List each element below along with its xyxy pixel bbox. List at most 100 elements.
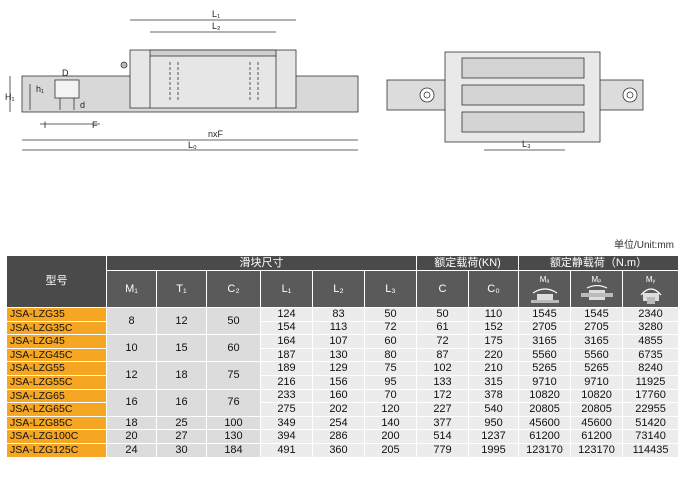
l2-cell: 107	[312, 334, 365, 349]
c-cell: 133	[416, 374, 469, 390]
t1-cell: 25	[156, 415, 207, 431]
l2-cell: 202	[312, 402, 365, 417]
l1-cell: 124	[260, 307, 313, 322]
mc-cell: 2340	[622, 307, 680, 322]
l1-cell: 233	[260, 388, 313, 404]
mb-cell: 9710	[570, 374, 624, 390]
mb-cell: 1545	[570, 307, 624, 322]
l3-cell: 75	[364, 361, 417, 376]
col-header-mc-label: Mᵧ	[645, 274, 656, 284]
col-header-ma-label: Mₐ	[539, 274, 550, 284]
model-cell: JSA-LZG55C	[6, 374, 107, 390]
unit-label: 单位/Unit:mm	[614, 240, 674, 251]
c-cell: 87	[416, 347, 469, 363]
l3-cell: 140	[364, 415, 417, 431]
dim-H1: H₁	[5, 92, 15, 102]
c2-cell: 76	[206, 388, 261, 417]
m1-cell: 18	[106, 415, 157, 431]
l2-cell: 129	[312, 361, 365, 376]
col-header-ma: Mₐ	[518, 270, 572, 308]
c2-cell: 130	[206, 429, 261, 444]
l3-cell: 70	[364, 388, 417, 404]
l3-cell: 72	[364, 320, 417, 336]
l3-cell: 200	[364, 429, 417, 444]
ma-cell: 9710	[518, 374, 572, 390]
l1-cell: 187	[260, 347, 313, 363]
m1-cell: 8	[106, 306, 157, 336]
table-row: JSA-LZG35 8 12 50 124 83 50 50 110 1545 …	[6, 306, 680, 336]
l2-cell: 160	[312, 388, 365, 404]
m1-cell: 12	[106, 361, 157, 390]
col-header-mb: Mₚ	[570, 270, 624, 308]
t1-cell: 16	[156, 388, 207, 417]
col-header-mc: Mᵧ	[622, 270, 680, 308]
dim-l: l	[44, 120, 46, 130]
c0-cell: 110	[467, 307, 520, 322]
l2-cell: 254	[312, 415, 365, 431]
c0-cell: 950	[467, 415, 520, 431]
dim-h1: h₁	[36, 84, 44, 94]
dim-L2: L₂	[212, 21, 221, 31]
ma-cell: 3165	[518, 334, 572, 349]
mb-cell: 3165	[570, 334, 624, 349]
c0-cell: 378	[467, 388, 520, 404]
mc-cell: 4855	[622, 334, 680, 349]
ma-cell: 20805	[518, 402, 572, 417]
technical-drawing: L₁ L₂ D H₁ h₁ d F l nxF L₀ L₃	[5, 9, 644, 151]
t1-cell: 18	[156, 361, 207, 390]
mc-cell: 51420	[622, 415, 680, 431]
dim-nxF: nxF	[208, 129, 224, 139]
moment-yaw-icon	[580, 284, 613, 300]
c0-cell: 1237	[467, 429, 520, 444]
c0-cell: 1995	[467, 442, 520, 458]
model-cell: JSA-LZG35C	[6, 320, 107, 336]
mb-cell: 10820	[570, 388, 624, 404]
mc-cell: 11925	[622, 374, 680, 390]
l3-cell: 95	[364, 374, 417, 390]
dim-d: d	[80, 100, 85, 110]
c0-cell: 315	[467, 374, 520, 390]
table-row: JSA-LZG55 12 18 75 189 129 75 102 210 52…	[6, 361, 680, 390]
mc-cell: 8240	[622, 361, 680, 376]
m1-cell: 24	[106, 442, 157, 458]
table-row: JSA-LZG100C 20 27 130 394 286 200 514 12…	[6, 429, 680, 444]
c0-cell: 175	[467, 334, 520, 349]
ma-cell: 123170	[518, 442, 572, 458]
model-cell: JSA-LZG45	[6, 334, 107, 349]
ma-cell: 5265	[518, 361, 572, 376]
mc-cell: 73140	[622, 429, 680, 444]
l2-cell: 83	[312, 307, 365, 322]
col-header-l2: L₂	[312, 270, 365, 308]
model-cell: JSA-LZG100C	[6, 429, 107, 444]
t1-cell: 12	[156, 306, 207, 336]
col-header-c2: C₂	[206, 270, 261, 308]
t1-cell: 15	[156, 334, 207, 363]
table-row: JSA-LZG45 10 15 60 164 107 60 72 175 316…	[6, 334, 680, 363]
mc-cell: 114435	[622, 442, 680, 458]
l1-cell: 216	[260, 374, 313, 390]
l2-cell: 130	[312, 347, 365, 363]
l3-cell: 205	[364, 442, 417, 458]
ma-cell: 5560	[518, 347, 572, 363]
c0-cell: 220	[467, 347, 520, 363]
dim-D: D	[62, 68, 69, 78]
col-header-c0: C₀	[467, 270, 520, 308]
table-row: JSA-LZG125C 24 30 184 491 360 205 779 19…	[6, 442, 680, 458]
mc-cell: 6735	[622, 347, 680, 363]
model-cell: JSA-LZG45C	[6, 347, 107, 363]
l3-cell: 60	[364, 334, 417, 349]
model-cell: JSA-LZG65	[6, 388, 107, 404]
mb-cell: 20805	[570, 402, 624, 417]
model-cell: JSA-LZG35	[6, 307, 107, 322]
c-cell: 172	[416, 388, 469, 404]
table-row: JSA-LZG35C 154 113 72 61 152 2705 2705 3…	[6, 320, 680, 336]
l1-cell: 189	[260, 361, 313, 376]
c2-cell: 60	[206, 334, 261, 363]
c-cell: 102	[416, 361, 469, 376]
col-header-l3: L₃	[364, 270, 417, 308]
c-cell: 514	[416, 429, 469, 444]
c2-cell: 100	[206, 415, 261, 431]
l1-cell: 349	[260, 415, 313, 431]
c0-cell: 540	[467, 402, 520, 417]
c0-cell: 210	[467, 361, 520, 376]
